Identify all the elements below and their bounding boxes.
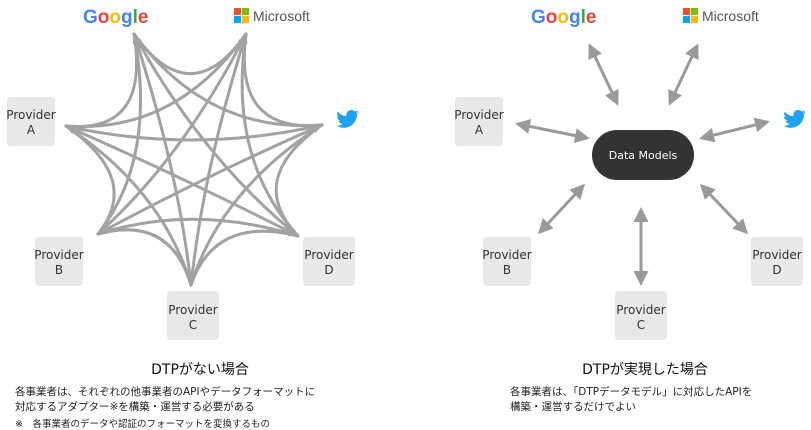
left-provider-d-line2: D <box>324 263 333 277</box>
left-provider-b-line1: Provider <box>34 248 83 262</box>
right-provider-a: Provider A <box>454 97 504 146</box>
mesh-connections <box>64 32 324 287</box>
mesh-arrowhead-provider-d <box>287 227 298 237</box>
left-provider-c-line1: Provider <box>168 303 217 317</box>
spoke-microsoft <box>668 43 699 106</box>
left-provider-a-line1: Provider <box>6 108 55 122</box>
left-microsoft-logo: Microsoft <box>234 8 310 24</box>
mesh-link-provider-d-provider-a <box>64 124 300 238</box>
right-provider-c: Provider C <box>615 291 667 340</box>
mesh-link-provider-c-provider-a <box>64 124 193 287</box>
mesh-link-twitter-provider-b <box>96 123 324 236</box>
right-provider-d-line1: Provider <box>752 248 801 262</box>
right-microsoft-label: Microsoft <box>702 8 759 24</box>
mesh-arrowhead-microsoft <box>238 34 248 45</box>
mesh-arrowhead-provider-c <box>186 276 196 285</box>
mesh-link-twitter-provider-c <box>189 123 324 287</box>
right-spoke-arrows <box>515 43 770 286</box>
right-provider-a-line2: A <box>475 123 484 137</box>
right-provider-d: Provider D <box>751 237 803 286</box>
left-provider-d: Provider D <box>303 237 355 286</box>
mesh-link-twitter-provider-a <box>64 123 324 142</box>
left-note: ※ 各事業者のデータや認証のフォーマットを変換するもの <box>15 419 270 430</box>
mesh-link-provider-b-provider-a <box>64 124 116 236</box>
left-microsoft-label: Microsoft <box>253 8 310 24</box>
mesh-arrowhead-google <box>132 34 142 45</box>
mesh-arrowhead-twitter <box>311 123 322 134</box>
right-desc-line2: 構築・運営するだけでよい <box>510 401 636 413</box>
left-caption: DTPがない場合 <box>151 362 249 378</box>
mesh-link-provider-c-provider-b <box>96 228 193 287</box>
spoke-provider-a <box>515 119 590 143</box>
right-data-models: Data Models <box>592 130 694 180</box>
right-google-logo: Google <box>531 7 596 28</box>
left-google-logo: Google <box>83 7 148 28</box>
diagram-canvas: Google Microsoft Provider A Provider B P… <box>6 7 806 340</box>
mesh-link-provider-d-provider-c <box>189 229 300 287</box>
svg-text:Google: Google <box>531 7 596 28</box>
mesh-link-microsoft-provider-a <box>64 32 248 129</box>
right-caption: DTPが実現した場合 <box>582 362 708 378</box>
right-twitter-icon <box>783 109 806 128</box>
mesh-link-microsoft-twitter <box>242 32 324 128</box>
spoke-twitter <box>699 117 770 143</box>
mesh-link-microsoft-provider-b <box>96 32 248 236</box>
mesh-link-google-provider-c <box>132 32 193 287</box>
left-provider-b-line2: B <box>55 263 63 277</box>
left-desc-line2: 対応するアダプター※を構築・運営する必要がある <box>15 401 255 413</box>
right-desc-line1: 各事業者は、「DTPデータモデル」に対応したAPIを <box>510 386 753 398</box>
mesh-link-google-provider-d <box>132 32 300 238</box>
spoke-google <box>588 43 619 106</box>
left-provider-a: Provider A <box>6 97 56 146</box>
mesh-link-microsoft-provider-c <box>189 32 248 287</box>
left-desc-line1: 各事業者は、それぞれの他事業者のAPIやデータフォーマットに <box>15 386 316 398</box>
right-provider-c-line2: C <box>637 318 645 332</box>
right-provider-b-line1: Provider <box>482 248 531 262</box>
svg-text:Google: Google <box>83 7 148 28</box>
left-provider-d-line1: Provider <box>304 248 353 262</box>
spoke-provider-b <box>537 183 586 235</box>
spoke-provider-d <box>699 183 749 235</box>
data-models-label: Data Models <box>609 149 678 162</box>
left-provider-c-line2: C <box>189 318 197 332</box>
right-provider-a-line1: Provider <box>454 108 503 122</box>
mesh-arrowhead-provider-a <box>66 124 77 135</box>
right-microsoft-logo: Microsoft <box>683 8 759 24</box>
mesh-arrowhead-provider-b <box>98 225 109 234</box>
left-twitter-icon <box>336 109 359 128</box>
left-provider-a-line2: A <box>27 123 36 137</box>
left-provider-c: Provider C <box>167 291 219 340</box>
right-provider-d-line2: D <box>772 263 781 277</box>
right-provider-b-line2: B <box>503 263 511 277</box>
right-provider-c-line1: Provider <box>616 303 665 317</box>
mesh-link-provider-d-provider-b <box>96 217 300 238</box>
right-provider-b: Provider B <box>482 237 532 286</box>
left-provider-b: Provider B <box>34 237 84 286</box>
mesh-link-google-provider-a <box>64 32 139 129</box>
